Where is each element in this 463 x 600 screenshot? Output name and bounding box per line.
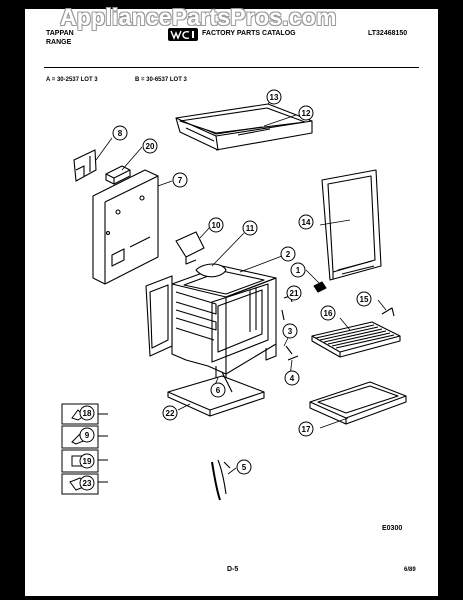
callout-label: 10 — [212, 221, 221, 230]
callout-circle — [79, 405, 95, 421]
callout-circle — [79, 427, 95, 443]
callout-circle — [208, 217, 224, 233]
callout-label: 13 — [270, 93, 279, 102]
cooktop-part — [175, 103, 313, 151]
callout-label: 18 — [83, 409, 92, 418]
callout-circle — [242, 220, 258, 236]
callout-label: 22 — [166, 409, 175, 418]
callout-circle — [172, 172, 188, 188]
side-panel-part — [145, 275, 173, 357]
callout-label: 21 — [290, 289, 299, 298]
callout-circle — [284, 370, 300, 386]
callout-circle — [320, 305, 336, 321]
page-number: D-5 — [227, 566, 239, 573]
brand-line-2: RANGE — [46, 39, 72, 46]
callout-label: 3 — [288, 327, 293, 336]
model-a-label: A = 30-2537 LOT 3 — [46, 77, 98, 83]
model-b-label: B = 30-6537 LOT 3 — [135, 77, 187, 83]
callout-circle — [79, 475, 95, 491]
callout-circle — [142, 138, 158, 154]
callout-circle — [210, 382, 226, 398]
callout-circle — [298, 421, 314, 437]
callout-circle — [112, 125, 128, 141]
electrode-part — [211, 459, 231, 501]
callout-circle — [298, 214, 314, 230]
callout-label: 1 — [296, 266, 301, 275]
callout-circle — [282, 323, 298, 339]
bracket-part — [73, 149, 97, 182]
callout-circle — [162, 405, 178, 421]
callout-label: 15 — [360, 295, 369, 304]
callout-label: 17 — [302, 425, 311, 434]
callout-label: 23 — [83, 479, 92, 488]
watermark: AppliancePartsPros.com — [60, 4, 337, 30]
catalog-number: LT32468150 — [368, 30, 408, 37]
callout-label: 4 — [290, 374, 295, 383]
callout-circle — [286, 285, 302, 301]
callout-label: 19 — [83, 457, 92, 466]
callout-circle — [298, 105, 314, 121]
back-panel-part — [92, 169, 159, 285]
oven-rack-part — [311, 321, 401, 358]
callout-label: 7 — [178, 176, 183, 185]
callout-label: 8 — [118, 129, 123, 138]
range-body-part — [171, 263, 277, 389]
brand-line-1: TAPPAN — [46, 30, 74, 37]
clip-part — [105, 165, 131, 185]
drawing-code: E0300 — [382, 525, 403, 532]
callout-circle — [236, 459, 252, 475]
callout-label: 5 — [242, 463, 247, 472]
callout-label: 9 — [85, 431, 90, 440]
callout-group: 13 12 8 20 7 14 10 11 21 21 15 16 3 6 4 22 17 18 9 19 23 5 — [79, 89, 372, 491]
door-part — [321, 169, 382, 281]
callout-circle — [290, 262, 306, 278]
revision-date: 6/89 — [404, 567, 416, 573]
leader-lines — [95, 98, 387, 475]
callout-label: 2 — [286, 250, 291, 259]
wci-logo — [168, 28, 198, 41]
callout-circle — [280, 246, 296, 262]
callout-circle — [266, 89, 282, 105]
callout-circle — [79, 453, 95, 469]
callout-label: 14 — [302, 218, 311, 227]
callout-label: 6 — [216, 386, 221, 395]
callout-label: 20 — [146, 142, 155, 151]
callout-circle — [356, 291, 372, 307]
callout-label: 11 — [246, 224, 255, 233]
catalog-title: FACTORY PARTS CATALOG — [202, 30, 296, 37]
callout-label: 16 — [324, 309, 333, 318]
broiler-pan-part — [309, 381, 407, 425]
upper-bracket-part — [175, 231, 205, 265]
wci-logo-mark — [168, 28, 198, 41]
callout-label: 12 — [302, 109, 311, 118]
header-rule — [44, 67, 419, 68]
